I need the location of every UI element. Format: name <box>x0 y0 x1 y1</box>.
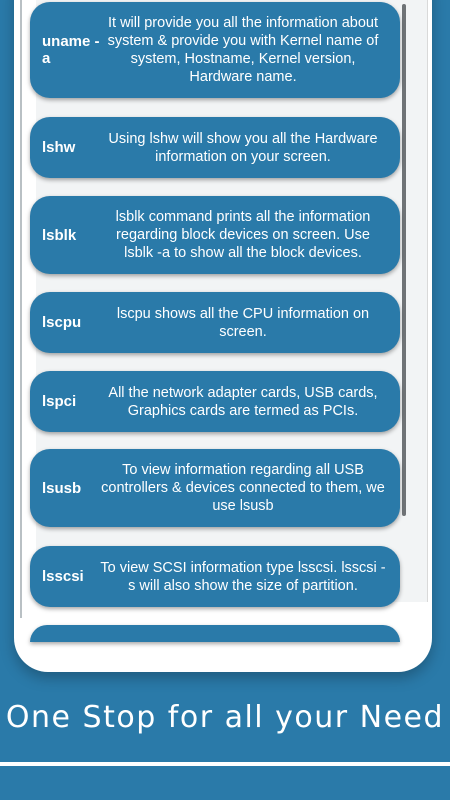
command-name: lsusb <box>42 479 82 497</box>
command-card-lscpu[interactable]: lscpu lscpu shows all the CPU informatio… <box>30 292 400 353</box>
command-name: lsscsi <box>42 568 84 585</box>
command-name: uname -a <box>42 33 100 67</box>
command-description: All the network adapter cards, USB cards… <box>108 384 378 419</box>
command-description: To view information regarding all USB co… <box>101 462 385 514</box>
command-name: lsblk <box>42 226 77 244</box>
bottom-divider <box>0 762 450 766</box>
command-name: lscpu <box>42 314 82 331</box>
screen-divider <box>20 0 22 618</box>
command-name: lshw <box>42 139 76 156</box>
command-description: Using lshw will show you all the Hardwar… <box>108 130 378 165</box>
command-card-lsusb[interactable]: lsusb To view information regarding all … <box>30 449 400 527</box>
command-description: lsblk command prints all the information… <box>115 209 371 261</box>
command-card-uname[interactable]: uname -a It will provide you all the inf… <box>30 2 400 98</box>
command-card-lsscsi[interactable]: lsscsi To view SCSI information type lss… <box>30 546 400 607</box>
command-card-lsblk[interactable]: lsblk lsblk command prints all the infor… <box>30 196 400 274</box>
promo-tagline: One Stop for all your Need <box>5 700 445 735</box>
command-name: lspci <box>42 393 77 410</box>
command-description: It will provide you all the information … <box>107 15 379 85</box>
scrollbar[interactable] <box>402 4 406 516</box>
command-card-partial[interactable] <box>30 625 400 642</box>
command-description: lscpu shows all the CPU information on s… <box>116 305 370 340</box>
command-card-lspci[interactable]: lspci All the network adapter cards, USB… <box>30 371 400 432</box>
command-description: To view SCSI information type lsscsi. ls… <box>100 559 386 594</box>
command-card-lshw[interactable]: lshw Using lshw will show you all the Ha… <box>30 117 400 178</box>
